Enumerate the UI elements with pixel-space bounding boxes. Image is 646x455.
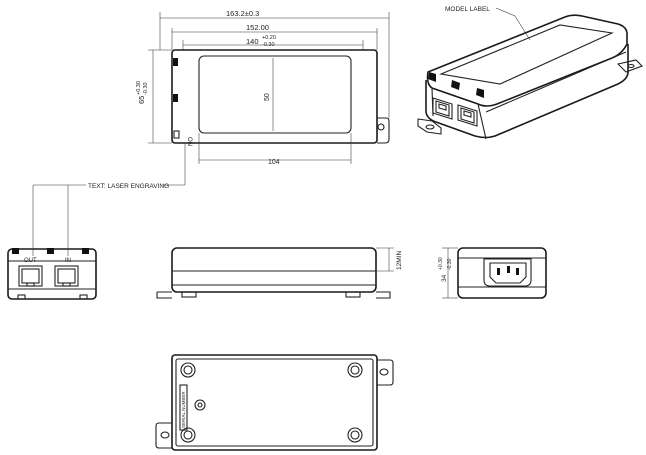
iso-mounting-tab-back xyxy=(616,59,643,73)
bottom-view-ear-left xyxy=(155,422,172,449)
iso-port-out xyxy=(432,97,453,120)
dim-power-height: 34 xyxy=(441,274,448,282)
dim-overall-length: 163.2±0.3 xyxy=(226,9,259,18)
end-view-ports: OUT IN TEXT: LASER ENGRAVING xyxy=(7,143,186,300)
top-view-side-mark: ON xyxy=(186,137,192,146)
iso-port-in xyxy=(457,104,478,127)
side-view: 12MIN xyxy=(156,247,403,299)
callout-laser-engraving: TEXT: LASER ENGRAVING xyxy=(88,183,169,190)
dim-width-tol-plus: +0.30 xyxy=(136,81,142,95)
dim-label-offset: 104 xyxy=(268,159,280,166)
side-view-outline xyxy=(171,247,377,293)
top-view-marker-1 xyxy=(173,58,178,66)
dim-power-height-tol-plus: +0.30 xyxy=(438,257,444,270)
dim-label-length-tol-plus: +0.20 xyxy=(262,35,276,41)
iso-label-area xyxy=(439,24,614,85)
callout-model-label: MODEL LABEL xyxy=(445,6,490,13)
top-view-outline xyxy=(171,49,378,144)
end-view-power: 34 +0.30 -0.30 xyxy=(438,247,547,299)
dim-body-length: 152.00 xyxy=(246,23,269,32)
port-out-jack xyxy=(18,265,43,287)
port-in-jack xyxy=(54,265,79,287)
bottom-engraving-text: SERIAL NUMBER xyxy=(181,391,186,428)
bottom-view-ear-right xyxy=(377,359,394,386)
iso-mounting-tab-front xyxy=(417,118,442,135)
port-out-label: OUT xyxy=(24,258,37,264)
top-view-mounting-ear xyxy=(377,117,390,144)
dim-side-height: 12MIN xyxy=(396,251,403,270)
bottom-view-outline xyxy=(171,354,378,451)
dim-power-height-tol-minus: -0.30 xyxy=(447,258,453,270)
iso-body-sides xyxy=(425,44,629,139)
dim-label-length: 140 xyxy=(246,37,259,46)
top-view: ON 163.2±0.3 152.00 140 +0.20 -0.30 65 +… xyxy=(136,9,390,166)
top-view-mounting-hole xyxy=(377,123,385,131)
iec-power-inlet xyxy=(483,258,532,287)
iso-edge-mid xyxy=(485,51,627,113)
top-view-label-area xyxy=(198,55,352,134)
bottom-view: SERIAL NUMBER xyxy=(155,354,394,451)
end-view-outline xyxy=(7,248,97,300)
dim-width: 65 xyxy=(137,96,146,104)
power-end-outline xyxy=(457,247,547,299)
isometric-view: MODEL LABEL xyxy=(417,6,643,140)
top-view-marker-2 xyxy=(173,94,178,102)
dim-label-width: 50 xyxy=(264,93,271,101)
dim-width-tol-minus: -0.30 xyxy=(143,82,149,95)
side-view-flange-left xyxy=(156,291,172,299)
top-view-marker-3 xyxy=(173,130,180,139)
port-in-label: IN xyxy=(65,258,71,264)
iso-edge-front xyxy=(477,103,487,140)
dim-label-length-tol-minus: -0.30 xyxy=(262,42,275,48)
side-view-flange-right xyxy=(376,291,391,299)
iso-top-face xyxy=(426,14,628,107)
